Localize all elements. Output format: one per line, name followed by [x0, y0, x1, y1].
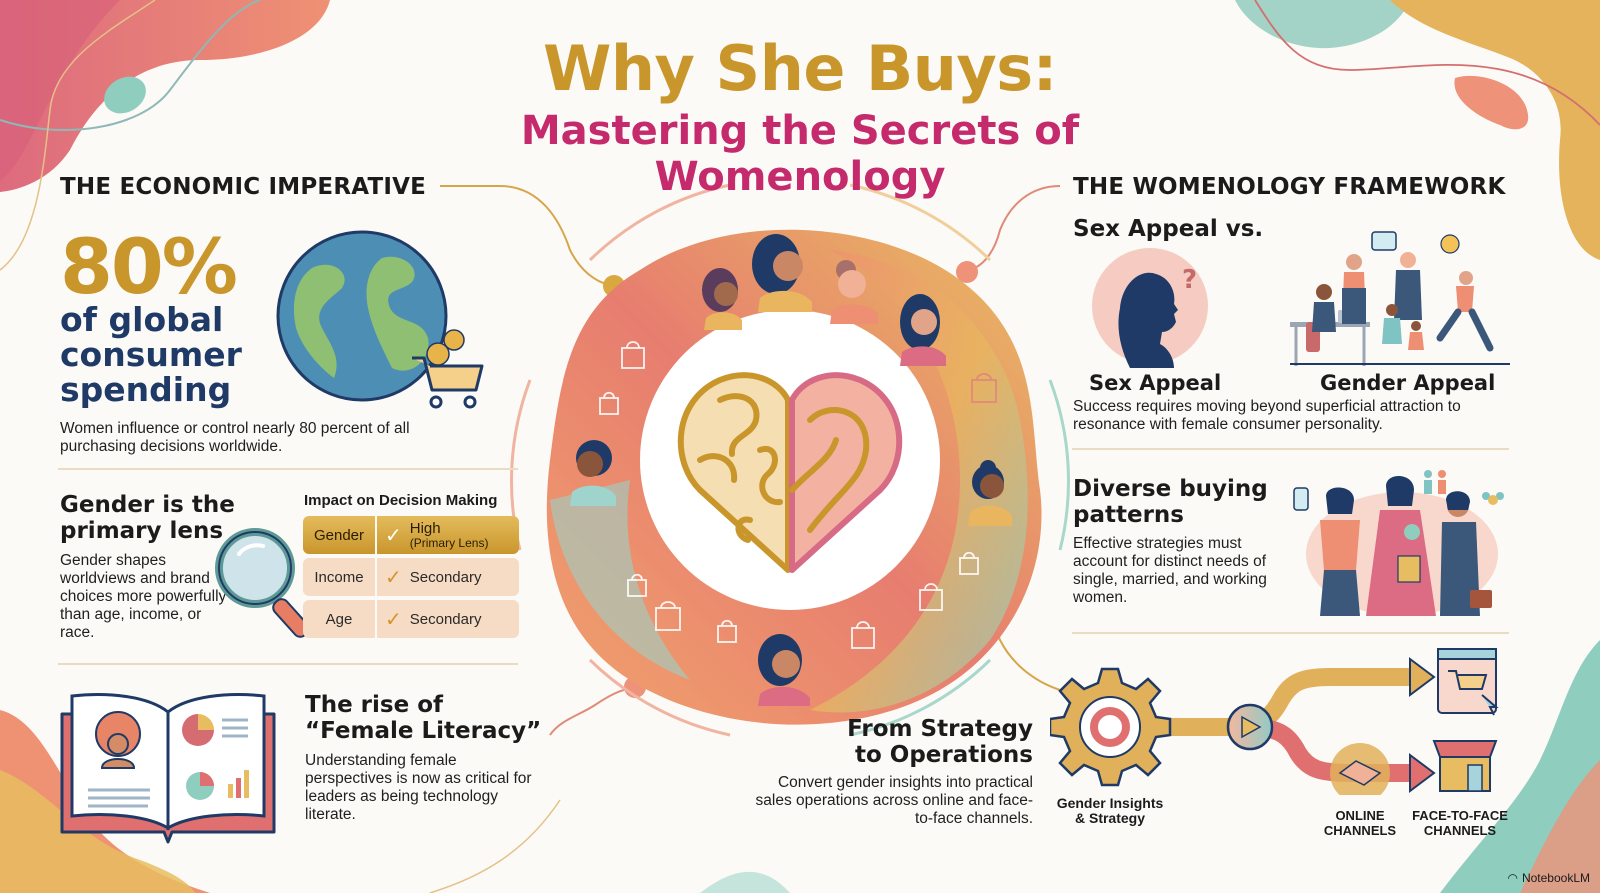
- framework-description: Success requires moving beyond superfici…: [1073, 398, 1461, 433]
- sex-appeal-silhouette-icon: ?: [1092, 248, 1208, 368]
- impact-row-age: Age ✓ Secondary: [303, 600, 519, 638]
- diverse-description: Effective strategies must account for di…: [1073, 535, 1267, 606]
- impact-table-title: Impact on Decision Making: [304, 492, 498, 509]
- impact-row-income: Income ✓ Secondary: [303, 558, 519, 596]
- diverse-heading: Diverse buying patterns: [1073, 476, 1268, 528]
- online-channels-label: ONLINE CHANNELS: [1323, 808, 1397, 838]
- gender-appeal-illustration: [1290, 231, 1510, 366]
- factor-cell: Income: [303, 558, 375, 596]
- female-literacy-heading: The rise of “Female Literacy”: [305, 692, 542, 744]
- globe-with-shopping-cart-icon: [276, 230, 484, 409]
- subtitle-line-2: Womenology: [654, 154, 946, 200]
- economic-section-heading: THE ECONOMIC IMPERATIVE: [60, 174, 427, 200]
- section-divider: [58, 663, 518, 665]
- stat-caption: of global consumer spending: [60, 300, 242, 409]
- impact-table: Gender ✓ High (Primary Lens) Income ✓ Se…: [303, 516, 519, 642]
- framework-section-heading: THE WOMENOLOGY FRAMEWORK: [1073, 174, 1506, 200]
- operations-description: Convert gender insights into practical s…: [755, 774, 1033, 827]
- checkmark-icon: ✓: [385, 566, 402, 589]
- factor-cell: Gender: [303, 516, 375, 554]
- subtitle-line-1: Mastering the Secrets of: [520, 108, 1080, 154]
- checkmark-icon: ✓: [385, 524, 402, 547]
- section-divider: [1072, 632, 1509, 634]
- framework-subheading: Sex Appeal vs.: [1073, 216, 1264, 242]
- impact-value: High: [409, 519, 441, 537]
- svg-text:?: ?: [1182, 265, 1197, 295]
- page-subtitle: Mastering the Secrets of Womenology: [500, 108, 1100, 200]
- sex-appeal-label: Sex Appeal: [1089, 371, 1222, 395]
- notebooklm-brand: ◠ NotebookLM: [1507, 871, 1590, 885]
- impact-value: Secondary: [409, 610, 482, 628]
- checkmark-icon: ✓: [385, 608, 402, 631]
- gender-lens-description: Gender shapes worldviews and brand choic…: [60, 552, 227, 641]
- source-label: Gender Insights & Strategy: [1056, 795, 1164, 826]
- diverse-women-illustration: [1293, 470, 1504, 616]
- impact-value: Secondary: [409, 568, 482, 586]
- factor-cell: Age: [303, 600, 375, 638]
- impact-row-gender: Gender ✓ High (Primary Lens): [303, 516, 519, 554]
- economic-description: Women influence or control nearly 80 per…: [60, 420, 410, 455]
- gender-appeal-label: Gender Appeal: [1320, 371, 1496, 395]
- strategy-to-channels-flow: [1050, 648, 1499, 795]
- section-divider: [58, 468, 518, 470]
- gender-lens-heading: Gender is the primary lens: [60, 492, 235, 544]
- open-book-icon: [60, 693, 276, 844]
- section-divider: [1072, 448, 1509, 450]
- notebooklm-logo-icon: ◠: [1507, 871, 1518, 885]
- stat-value: 80%: [60, 222, 238, 311]
- brain-heart-icon: [677, 372, 903, 573]
- impact-note: (Primary Lens): [409, 535, 489, 550]
- magnifying-glass-icon: [215, 528, 310, 638]
- face-to-face-channels-label: FACE-TO-FACE CHANNELS: [1412, 808, 1508, 838]
- operations-heading: From Strategy to Operations: [847, 716, 1033, 768]
- page-title: Why She Buys:: [543, 32, 1057, 105]
- female-literacy-description: Understanding female perspectives is now…: [305, 752, 532, 823]
